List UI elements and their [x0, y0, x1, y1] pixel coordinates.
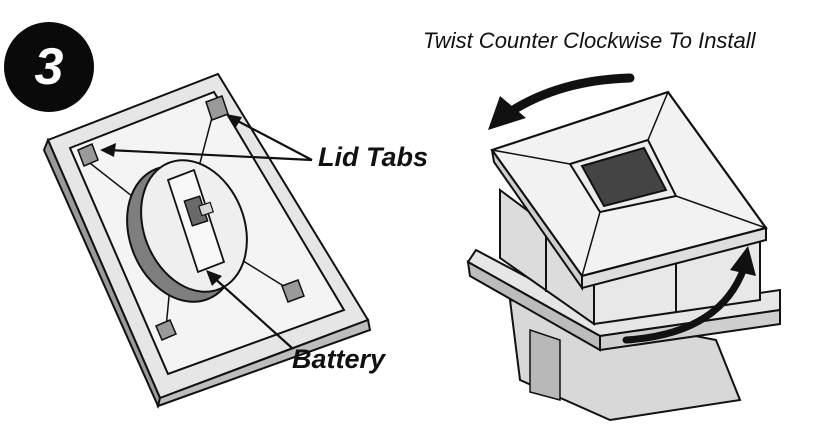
solar-panel [580, 146, 668, 208]
step-number-badge: 3 [4, 22, 94, 112]
lid-tab [155, 319, 177, 341]
lid-tab [77, 143, 99, 167]
lid-tab [205, 95, 229, 121]
roof-ridge [491, 149, 571, 165]
battery-label: Battery [292, 344, 386, 374]
post-cap-illustration [466, 90, 781, 422]
post-shadow [529, 328, 561, 401]
lid-tabs-leader [100, 114, 313, 162]
twist-arrow-top [488, 73, 635, 130]
lid-tabs-label: Lid Tabs [318, 142, 429, 172]
roof-ridge [647, 91, 669, 141]
battery-leader [206, 270, 293, 349]
roof-ridge [675, 195, 767, 229]
switch-knob [197, 201, 215, 217]
roof-edge-front [581, 226, 767, 290]
lid-plate-edge-right [156, 318, 372, 408]
roof-ridge [581, 211, 601, 277]
lid-tab [281, 279, 305, 303]
step-number: 3 [34, 38, 64, 96]
twist-arrow-bottom [622, 246, 756, 344]
install-instruction: Twist Counter Clockwise To Install [423, 28, 756, 53]
